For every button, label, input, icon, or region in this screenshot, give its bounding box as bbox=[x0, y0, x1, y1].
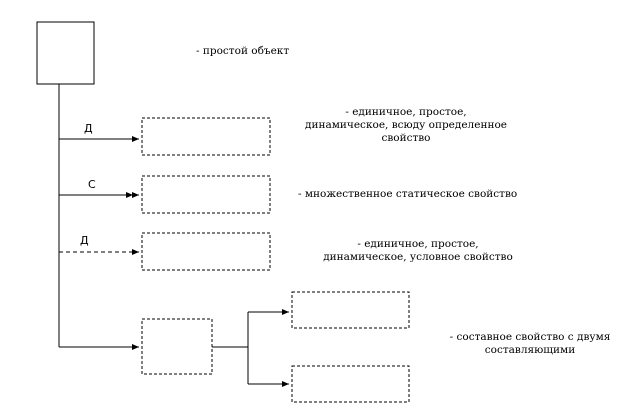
single-property-line1: - единичное, простое, bbox=[345, 106, 467, 118]
component-upper-box bbox=[291, 291, 410, 329]
composite-property-box bbox=[141, 318, 213, 375]
simple-object-description: - простой объект bbox=[196, 45, 290, 57]
edge-label-conditional: Д bbox=[80, 234, 89, 247]
conditional-property-line1: - единичное, простое, bbox=[357, 238, 479, 250]
conditional-property-line2: динамическое, условное свойство bbox=[323, 251, 513, 263]
simple-object-box bbox=[36, 21, 95, 85]
single-property-description: - единичное, простое, динамическое, всюд… bbox=[280, 106, 532, 145]
single-property-line2: динамическое, всюду определенное bbox=[305, 119, 507, 131]
single-property-line3: свойство bbox=[381, 132, 431, 144]
edge-label-multiple: С bbox=[88, 178, 96, 191]
composite-property-description: - составное свойство с двумя составляющи… bbox=[430, 331, 630, 357]
conditional-property-description: - единичное, простое, динамическое, усло… bbox=[308, 238, 528, 264]
component-lower-box bbox=[291, 365, 410, 403]
conditional-property-box bbox=[141, 232, 271, 271]
multiple-static-description: - множественное статическое свойство bbox=[298, 188, 518, 200]
single-property-box bbox=[141, 117, 271, 156]
multiple-static-box bbox=[141, 175, 271, 214]
edge-label-single: Д bbox=[84, 122, 93, 135]
composite-property-line1: - составное свойство с двумя bbox=[449, 331, 611, 343]
composite-property-line2: составляющими bbox=[484, 344, 576, 356]
